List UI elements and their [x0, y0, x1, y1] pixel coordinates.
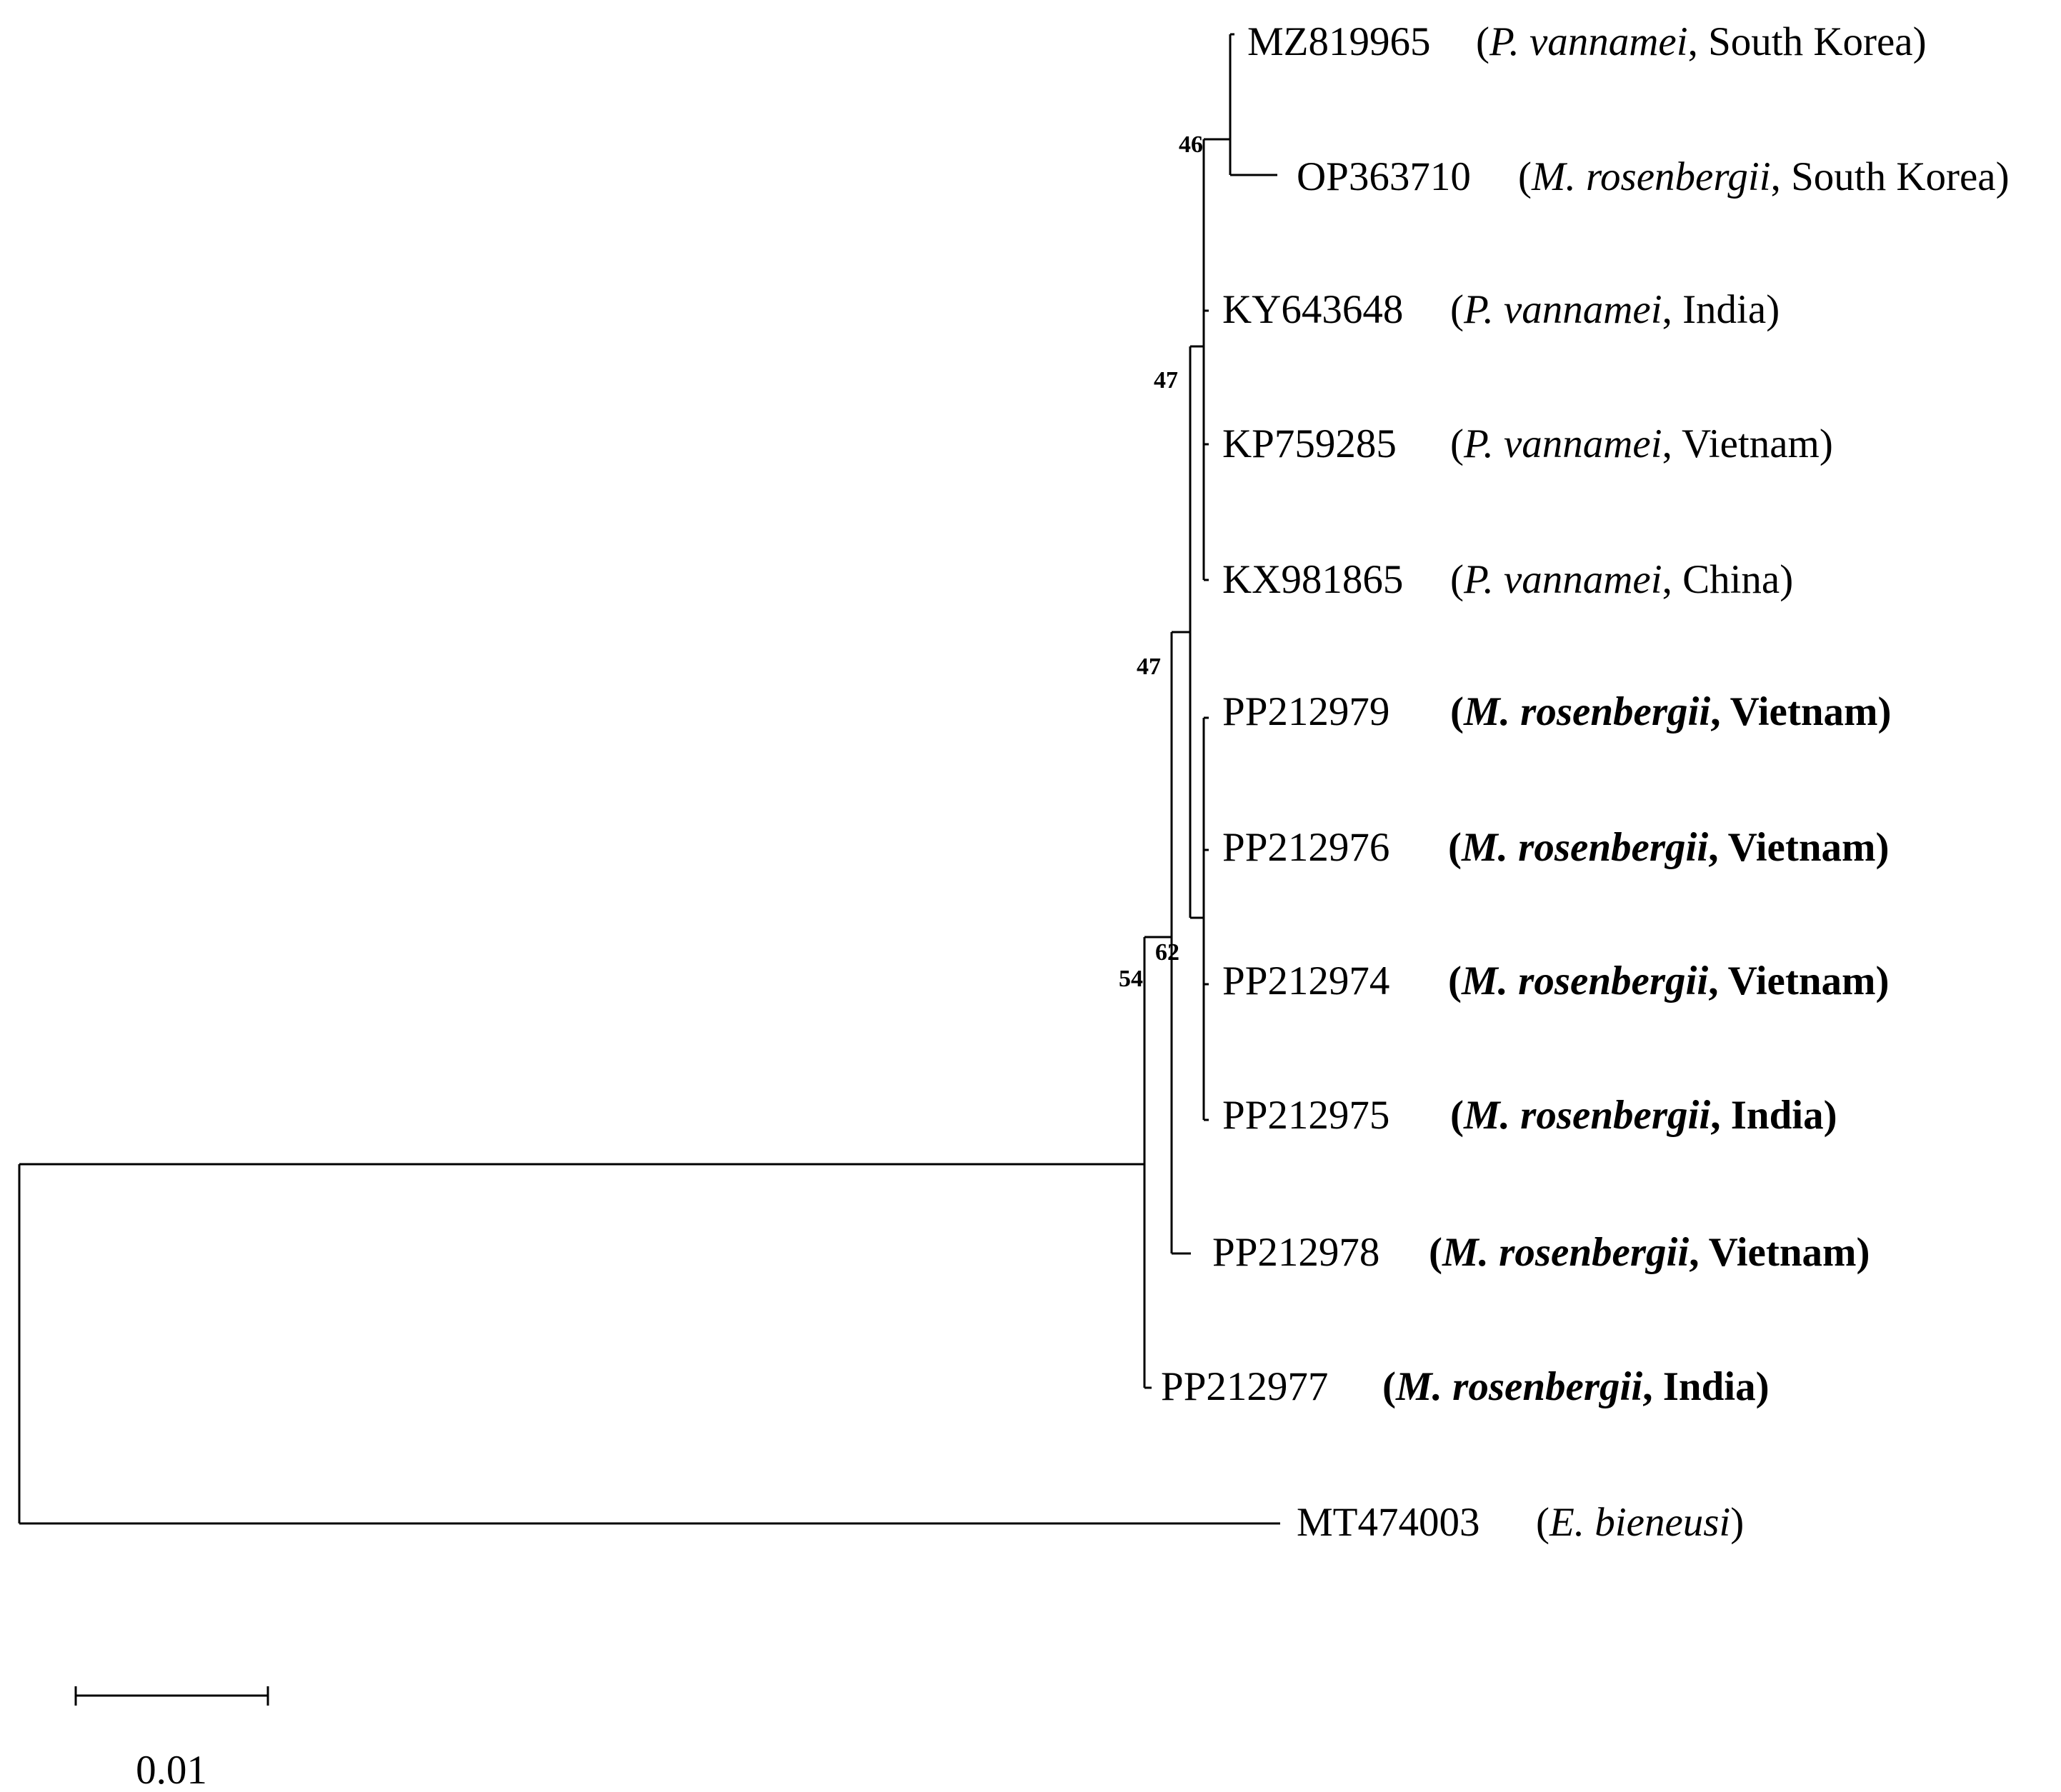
species-name: P. vannamei: [1489, 19, 1688, 64]
scale-bar-label: 0.01: [136, 1748, 207, 1792]
taxon-label: MT474003(E. bieneusi): [1297, 1500, 1744, 1545]
species-name: M. rosenbergii: [1461, 958, 1708, 1003]
taxon-label: KY643648(P. vannamei, India): [1222, 287, 1780, 332]
bootstrap-value: 62: [1155, 939, 1179, 966]
bootstrap-value: 54: [1119, 966, 1143, 992]
accession-id: KP759285: [1222, 421, 1397, 466]
species-name: P. vannamei: [1463, 287, 1662, 332]
species-name: E. bieneusi: [1549, 1500, 1730, 1545]
accession-id: OP363710: [1297, 154, 1471, 199]
taxon-label: PP212978(M. rosenbergii, Vietnam): [1212, 1230, 1870, 1275]
taxon-label: KX981865(P. vannamei, China): [1222, 557, 1793, 602]
taxon-label: PP212976(M. rosenbergii, Vietnam): [1222, 825, 1890, 870]
country-name: India: [1682, 287, 1766, 332]
country-name: India: [1731, 1093, 1824, 1138]
country-name: India: [1663, 1364, 1756, 1409]
species-name: M. rosenbergii: [1395, 1364, 1642, 1409]
tree-branches: [18, 33, 1280, 1525]
accession-id: PP212976: [1222, 825, 1389, 870]
bootstrap-value: 47: [1154, 367, 1178, 394]
country-name: Vietnam: [1682, 421, 1820, 466]
accession-id: KX981865: [1222, 557, 1403, 602]
accession-id: PP212974: [1222, 958, 1389, 1003]
country-name: Vietnam: [1730, 689, 1878, 734]
country-name: Vietnam: [1709, 1230, 1857, 1275]
species-name: M. rosenbergii: [1461, 825, 1708, 870]
species-name: P. vannamei: [1463, 557, 1662, 602]
country-name: China: [1682, 557, 1780, 602]
accession-id: MT474003: [1297, 1500, 1480, 1545]
accession-id: PP212979: [1222, 689, 1389, 734]
taxon-label: KP759285(P. vannamei, Vietnam): [1222, 421, 1833, 466]
accession-id: KY643648: [1222, 287, 1403, 332]
scale-bar: 0.01: [74, 1686, 269, 1792]
species-name: M. rosenbergii: [1442, 1230, 1689, 1275]
accession-id: MZ819965: [1247, 19, 1431, 64]
taxon-label: OP363710(M. rosenbergii, South Korea): [1297, 154, 2010, 199]
country-name: South Korea: [1791, 154, 1996, 199]
taxon-label: PP212975(M. rosenbergii, India): [1222, 1093, 1837, 1138]
taxon-label: PP212979(M. rosenbergii, Vietnam): [1222, 689, 1892, 734]
country-name: South Korea: [1708, 19, 1913, 64]
species-name: M. rosenbergii: [1463, 1093, 1710, 1138]
accession-id: PP212977: [1161, 1364, 1328, 1409]
bootstrap-value: 47: [1137, 654, 1161, 680]
accession-id: PP212975: [1222, 1093, 1389, 1138]
accession-id: PP212978: [1212, 1230, 1379, 1275]
species-name: P. vannamei: [1463, 421, 1662, 466]
species-name: M. rosenbergii: [1531, 154, 1771, 199]
taxon-label: PP212974(M. rosenbergii, Vietnam): [1222, 958, 1890, 1003]
taxon-labels: MZ819965(P. vannamei, South Korea) OP363…: [1161, 19, 2010, 1545]
taxon-label: PP212977(M. rosenbergii, India): [1161, 1364, 1770, 1409]
country-name: Vietnam: [1728, 825, 1876, 870]
country-name: Vietnam: [1728, 958, 1876, 1003]
bootstrap-value: 46: [1179, 131, 1203, 158]
taxon-label: MZ819965(P. vannamei, South Korea): [1247, 19, 1927, 64]
bootstrap-values: 46 47 47 62 54: [1119, 131, 1203, 992]
species-name: M. rosenbergii: [1463, 689, 1710, 734]
